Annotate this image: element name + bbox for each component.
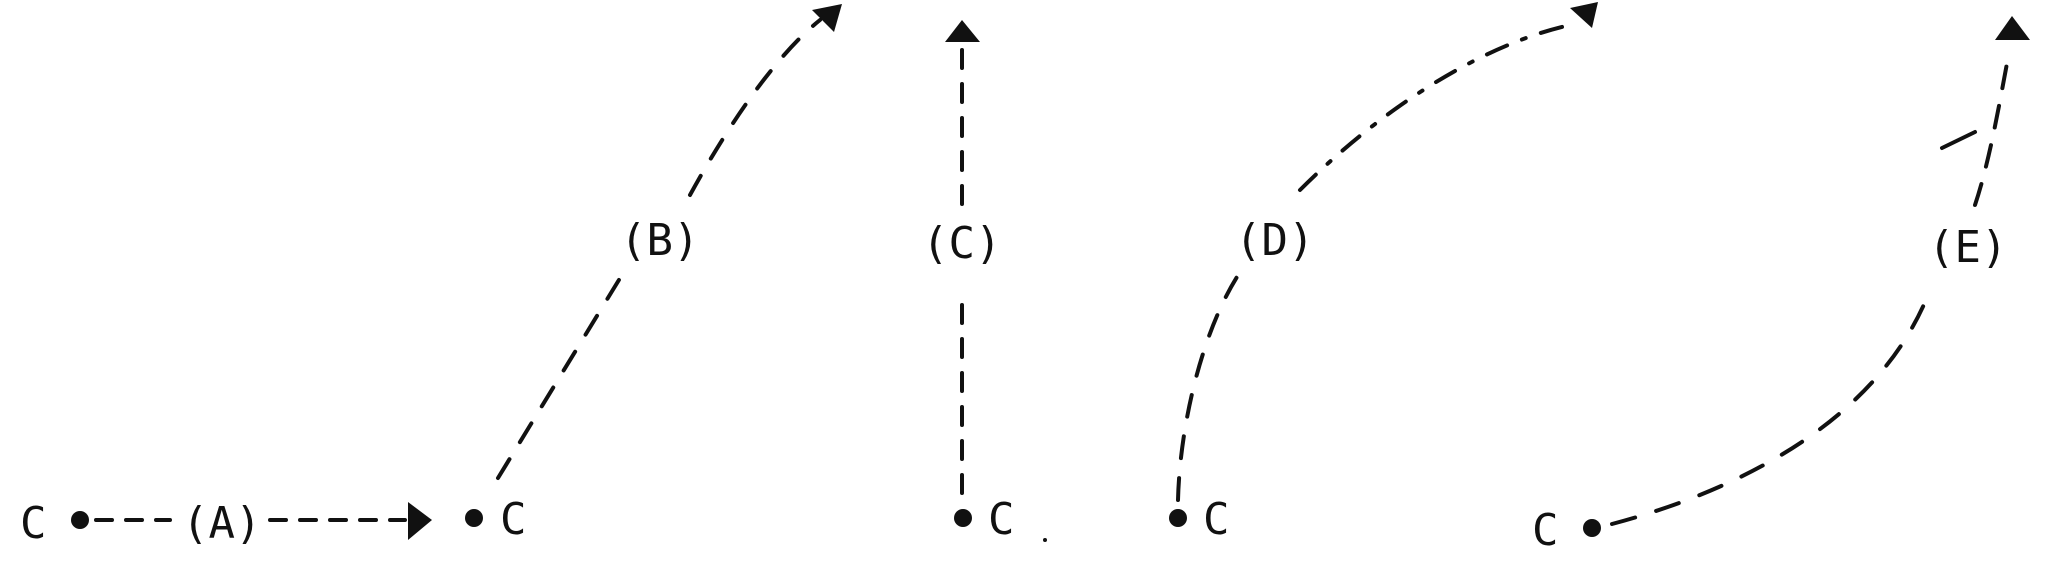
path-d-line-lower (1176, 263, 1247, 502)
path-b-label: (B) (620, 215, 699, 266)
point-e (1583, 519, 1601, 537)
path-c-label: (C) (922, 218, 1001, 269)
path-e: C (E) (1532, 16, 2030, 556)
path-d-line-upper (1298, 23, 1572, 192)
end-point-a (465, 509, 483, 527)
path-e-arrowhead (1995, 16, 2030, 40)
path-e-tick (1940, 130, 1977, 150)
path-b-line-lower (496, 268, 627, 480)
point-c-label-c: C (988, 494, 1015, 545)
path-a-arrowhead (408, 502, 432, 540)
path-c-arrowhead (945, 20, 980, 42)
path-d-arrowhead (1570, 2, 1598, 28)
path-c: (C) C (922, 20, 1015, 545)
path-b-arrowhead (812, 4, 842, 32)
point-d (1169, 509, 1187, 527)
point-c-label-e: C (1532, 505, 1559, 556)
path-e-line-lower (1610, 288, 1932, 526)
path-a-label: (A) (182, 498, 261, 549)
point-c-label-d: C (1203, 494, 1230, 545)
path-e-label: (E) (1928, 222, 2007, 273)
path-b-line-upper (688, 18, 822, 197)
path-a: C (A) C (20, 494, 527, 549)
path-b: (B) (496, 4, 842, 480)
point-c-label-a-end: C (500, 494, 527, 545)
start-point-a (71, 511, 89, 529)
scan-speck (1043, 538, 1047, 542)
path-d-label: (D) (1235, 215, 1314, 266)
path-d: C (D) (1169, 2, 1598, 545)
end-point-c (954, 509, 972, 527)
point-c-label-a: C (20, 498, 47, 549)
path-e-line-upper (1973, 56, 2010, 207)
